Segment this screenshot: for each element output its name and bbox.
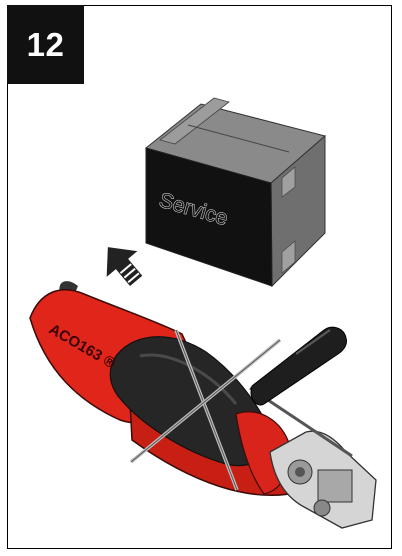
arrow-icon <box>106 247 143 286</box>
step-number: 12 <box>7 5 84 84</box>
screwdriver-icon <box>249 326 353 458</box>
service-box-icon: Service <box>144 97 327 288</box>
crossed-out-icon <box>129 329 282 491</box>
